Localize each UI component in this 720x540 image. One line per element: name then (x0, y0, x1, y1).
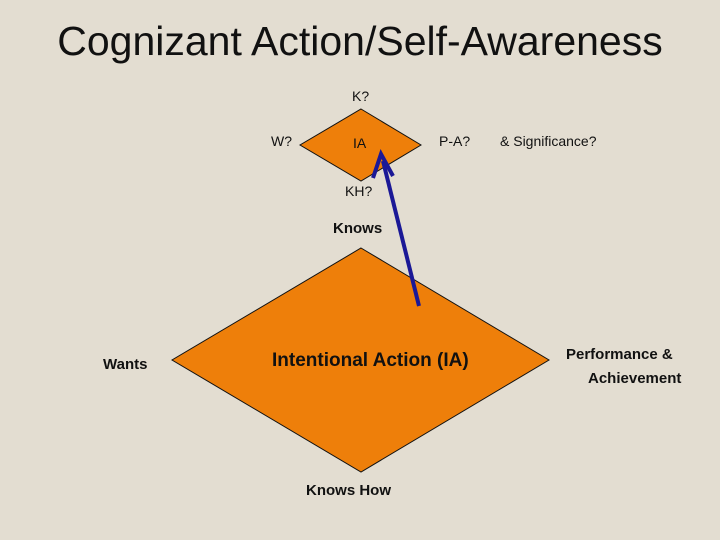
large-diamond-center-label: Intentional Action (IA) (272, 350, 469, 371)
large-diamond-bottom-label: Knows How (306, 482, 391, 499)
large-diamond-top-label: Knows (333, 220, 383, 237)
small-diamond-center-label: IA (353, 135, 367, 151)
small-diamond-right-label: P-A? (439, 133, 471, 149)
large-diamond-left-label: Wants (103, 356, 148, 373)
small-diamond-top-label: K? (352, 88, 370, 104)
arrowhead-icon (371, 149, 395, 179)
small-diamond-left-label: W? (271, 133, 292, 149)
large-diamond-right-label-line1: Performance & (566, 346, 673, 363)
slide-title: Cognizant Action/Self-Awareness (57, 18, 663, 64)
large-diamond (171, 247, 550, 473)
large-diamond-right-label-line2: Achievement (588, 370, 682, 387)
small-diamond-bottom-label: KH? (345, 183, 373, 199)
significance-label: & Significance? (500, 133, 597, 149)
small-diamond (299, 108, 422, 182)
arrow-shaft (381, 160, 421, 307)
